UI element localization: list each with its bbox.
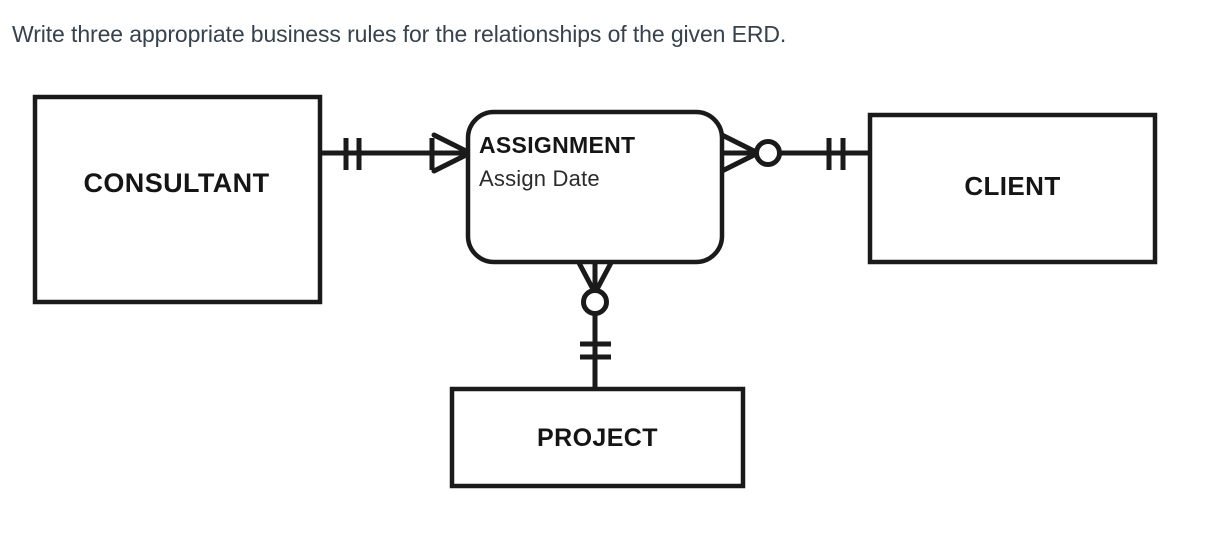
relationship-consultant-assignment [320,132,473,174]
crows-foot-prong-upper [431,132,473,156]
entity-box-client[interactable] [867,112,1158,265]
crows-foot-prong-lower [431,150,473,174]
optionality-circle-client-side [754,139,782,167]
crows-foot-prong-upper [719,132,761,156]
crows-foot-assignment-left [431,132,473,174]
entity-box-consultant[interactable] [32,94,323,305]
crows-foot-prong-right [592,258,615,296]
crows-foot-prong-lower [719,150,761,174]
crows-foot-assignment-bottom [575,258,615,296]
crows-foot-prong-left [575,258,598,296]
optionality-circle-project-side [581,288,609,316]
page-title: Write three appropriate business rules f… [12,21,787,47]
crows-foot-assignment-right [719,132,761,174]
entity-box-project[interactable] [449,386,746,489]
entity-box-assignment[interactable] [465,109,725,265]
relationship-assignment-project [575,258,615,389]
relationship-assignment-client [719,132,870,174]
